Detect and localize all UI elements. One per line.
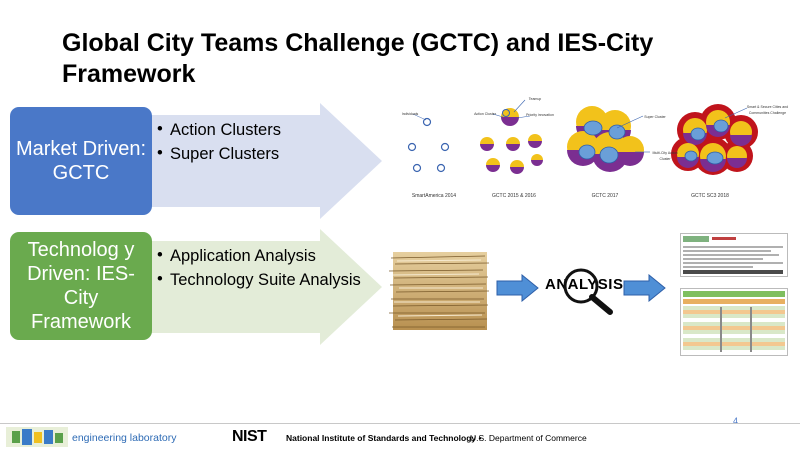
- technology-bullets: Application Analysis Technology Suite An…: [155, 246, 361, 295]
- smartamerica-individuals: [407, 117, 450, 173]
- result-document-bottom: [680, 288, 788, 356]
- document-stack-image: [388, 252, 490, 330]
- result-document-top: [680, 233, 788, 277]
- flow-arrow-1: [496, 274, 539, 302]
- caption-gctc-sc3: GCTC SC3 2018: [691, 193, 729, 199]
- annotation-priority: Priority innovation: [526, 113, 554, 117]
- caption-smartamerica: SmartAmerica 2014: [411, 193, 457, 199]
- annotation-sc3: Smart & Secure Cities and Communities Ch…: [746, 105, 789, 115]
- page-number: 4: [733, 416, 739, 426]
- annotation-super-cluster: Super Cluster: [644, 115, 666, 119]
- footer-divider: [0, 423, 800, 424]
- bullet-item: Technology Suite Analysis: [155, 270, 361, 290]
- cluster-evolution-diagram: [407, 99, 758, 175]
- annotation-teamup: Teamup: [528, 97, 542, 101]
- gctc-2015-action-clusters: [480, 99, 543, 174]
- gctc-sc3-clusters: [671, 104, 758, 175]
- caption-gctc-2015: GCTC 2015 & 2016: [492, 193, 536, 199]
- flow-arrow-2: [623, 274, 666, 302]
- technology-driven-box: Technolog y Driven: IES-City Framework: [10, 232, 152, 340]
- engineering-lab-label: engineering laboratory: [72, 432, 177, 444]
- market-bullets: Action Clusters Super Clusters: [155, 120, 281, 169]
- footer-bar: [0, 424, 800, 450]
- annotation-multi-city: Multi-City Action Cluster: [652, 151, 678, 161]
- page-title: Global City Teams Challenge (GCTC) and I…: [62, 29, 654, 88]
- department-name: U.S. Department of Commerce: [470, 433, 587, 443]
- annotation-action-cluster: Action Cluster: [474, 112, 496, 116]
- gctc-2017-super-clusters: [567, 106, 650, 172]
- annotation-individuals: Individuals: [401, 112, 419, 116]
- el-logo-icon: [6, 427, 68, 447]
- bullet-item: Super Clusters: [155, 144, 281, 164]
- nist-logo: NIST: [232, 428, 267, 445]
- market-driven-box: Market Driven: GCTC: [10, 107, 152, 215]
- bullet-item: Action Clusters: [155, 120, 281, 140]
- magnifier-icon: [563, 268, 613, 315]
- bullet-item: Application Analysis: [155, 246, 361, 266]
- caption-gctc-2017: GCTC 2017: [591, 193, 619, 199]
- nist-full-name: National Institute of Standards and Tech…: [286, 433, 482, 443]
